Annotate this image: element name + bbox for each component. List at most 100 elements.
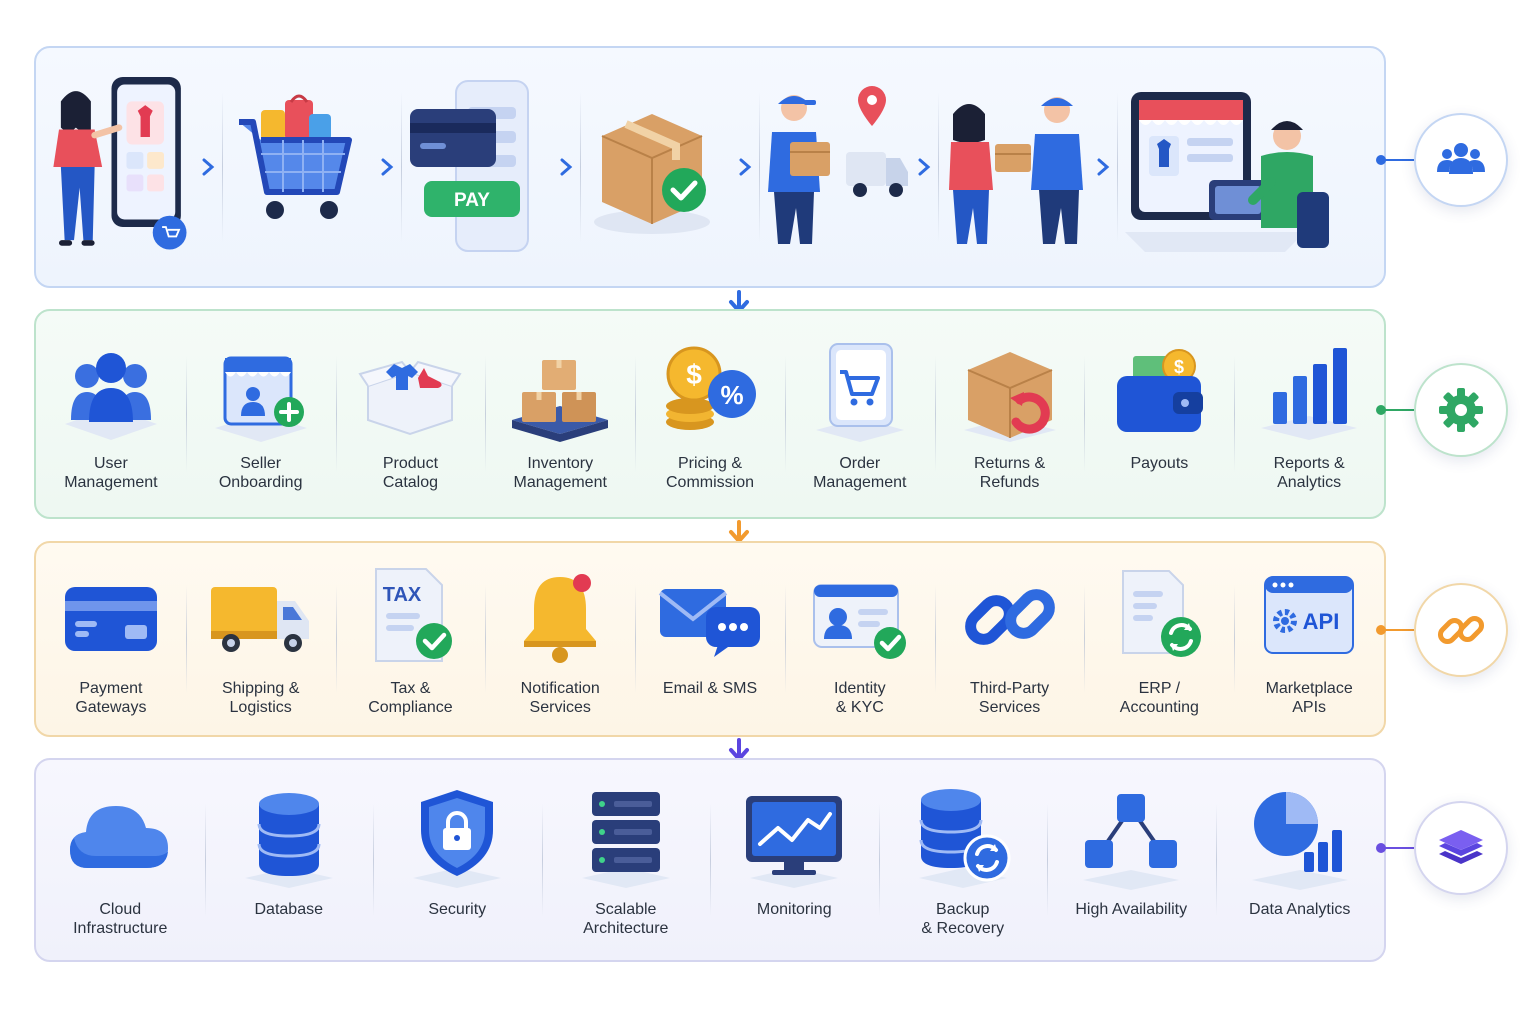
email-sms-icon — [658, 589, 761, 657]
integration-tax-compliance: TAX Tax & Compliance — [335, 543, 486, 735]
bell-icon — [524, 574, 597, 663]
infra-label: Monitoring — [756, 901, 832, 918]
monitor-chart-icon — [746, 796, 843, 888]
integration-third-party-services: Third-Party Services — [934, 543, 1085, 735]
connector-core — [1376, 405, 1414, 415]
infra-label: Scalable Architecture — [583, 901, 669, 937]
chevron-right-icon — [739, 158, 752, 176]
infra-scalable-architecture: Scalable Architecture — [541, 760, 711, 960]
shield-lock-icon — [413, 790, 502, 888]
infrastructure-row: Cloud Infrastructure Database Security — [34, 758, 1386, 962]
chevron-right-icon — [202, 158, 215, 176]
boxes-pallet-icon — [512, 360, 609, 442]
integration-payment-gateways: Payment Gateways — [36, 543, 186, 735]
module-label: Product Catalog — [382, 455, 439, 491]
journey-divider — [1117, 92, 1118, 242]
integration-label: Email & SMS — [662, 680, 758, 697]
chevron-right-icon — [560, 158, 573, 176]
tax-document-icon: TAX — [375, 568, 453, 662]
infra-label: Security — [428, 901, 487, 918]
payment-card-icon: PAY — [410, 80, 529, 252]
infra-label: Backup & Recovery — [921, 901, 1005, 937]
journey-step-delivery — [760, 67, 910, 267]
integration-label: Payment Gateways — [75, 680, 147, 716]
journey-step-payment: PAY — [402, 67, 552, 267]
integration-erp-accounting: ERP / Accounting — [1084, 543, 1234, 735]
coins-percent-icon: $ % — [666, 346, 757, 430]
connector-journey — [1376, 155, 1414, 165]
core-modules-row: User Management Seller Onboarding Produc… — [34, 309, 1386, 519]
shopper-phone-icon — [53, 77, 187, 250]
journey-step-cart — [223, 67, 373, 267]
integration-label: ERP / Accounting — [1119, 680, 1199, 716]
journey-chevron — [1089, 158, 1117, 176]
infra-backup-recovery: Backup & Recovery — [878, 760, 1048, 960]
seller-storefront-icon — [1125, 92, 1329, 252]
link-icon — [1437, 615, 1485, 645]
integration-label: Notification Services — [520, 680, 600, 716]
integrations-row: Payment Gateways Shipping & Logistics TA… — [34, 541, 1386, 737]
badge-core-settings — [1414, 363, 1508, 457]
module-payouts: $ Payouts — [1084, 311, 1234, 517]
integration-label: Shipping & Logistics — [221, 680, 300, 716]
svg-text:$: $ — [686, 359, 702, 390]
confirmed-box-icon — [594, 114, 710, 234]
erp-sync-icon — [1122, 570, 1202, 657]
infra-label: High Availability — [1075, 901, 1188, 918]
chevron-right-icon — [918, 158, 931, 176]
infra-cloud-infrastructure: Cloud Infrastructure — [36, 760, 205, 960]
module-seller-onboarding: Seller Onboarding — [185, 311, 336, 517]
journey-divider — [580, 92, 581, 242]
module-label: Inventory Management — [513, 455, 607, 491]
module-user-management: User Management — [36, 311, 186, 517]
courier-delivery-icon — [768, 86, 908, 244]
chevron-right-icon — [1097, 158, 1110, 176]
journey-divider — [759, 92, 760, 242]
infra-label: Database — [254, 901, 324, 918]
pay-button-label: PAY — [454, 190, 490, 211]
journey-chevron — [373, 158, 401, 176]
journey-chevron — [910, 158, 938, 176]
journey-divider — [938, 92, 939, 242]
journey-chevron — [194, 158, 222, 176]
server-rack-icon — [581, 792, 670, 888]
users-group-icon — [1437, 143, 1485, 174]
integration-identity-kyc: Identity & KYC — [784, 543, 935, 735]
infra-label: Data Analytics — [1249, 901, 1351, 918]
integration-notification-services: Notification Services — [485, 543, 635, 735]
journey-divider — [401, 92, 402, 242]
infra-high-availability: High Availability — [1047, 760, 1216, 960]
database-backup-icon — [918, 789, 1011, 888]
order-cart-icon — [815, 343, 904, 442]
infra-label: Cloud Infrastructure — [73, 901, 168, 937]
journey-chevron — [731, 158, 759, 176]
module-returns-refunds: Returns & Refunds — [934, 311, 1085, 517]
product-box-icon — [358, 360, 463, 436]
infra-database: Database — [204, 760, 374, 960]
integration-label: Marketplace APIs — [1265, 680, 1353, 716]
infra-security: Security — [373, 760, 542, 960]
shopping-cart-icon — [239, 94, 352, 219]
credit-card-icon — [64, 587, 157, 651]
badge-infrastructure — [1414, 801, 1508, 895]
journey-step-browse — [44, 67, 194, 267]
module-label: Returns & Refunds — [974, 455, 1046, 491]
module-product-catalog: Product Catalog — [335, 311, 486, 517]
module-label: Order Management — [813, 455, 907, 491]
chevron-right-icon — [381, 158, 394, 176]
bar-chart-icon — [1261, 348, 1358, 440]
module-label: Pricing & Commission — [666, 455, 755, 491]
api-label: API — [1303, 609, 1340, 634]
journey-chevron — [552, 158, 580, 176]
wallet-icon: $ — [1117, 349, 1204, 432]
module-pricing-commission: $ % Pricing & Commission — [635, 311, 785, 517]
network-nodes-icon — [1083, 794, 1180, 890]
module-order-management: Order Management — [784, 311, 935, 517]
journey-step-seller-dashboard — [1118, 67, 1338, 267]
badge-customers — [1414, 113, 1508, 207]
connector-integrations — [1376, 625, 1414, 635]
api-window-icon: API — [1264, 576, 1355, 654]
module-label: User Management — [64, 455, 158, 491]
storefront-add-icon — [214, 356, 307, 442]
integration-email-sms: Email & SMS — [635, 543, 785, 735]
